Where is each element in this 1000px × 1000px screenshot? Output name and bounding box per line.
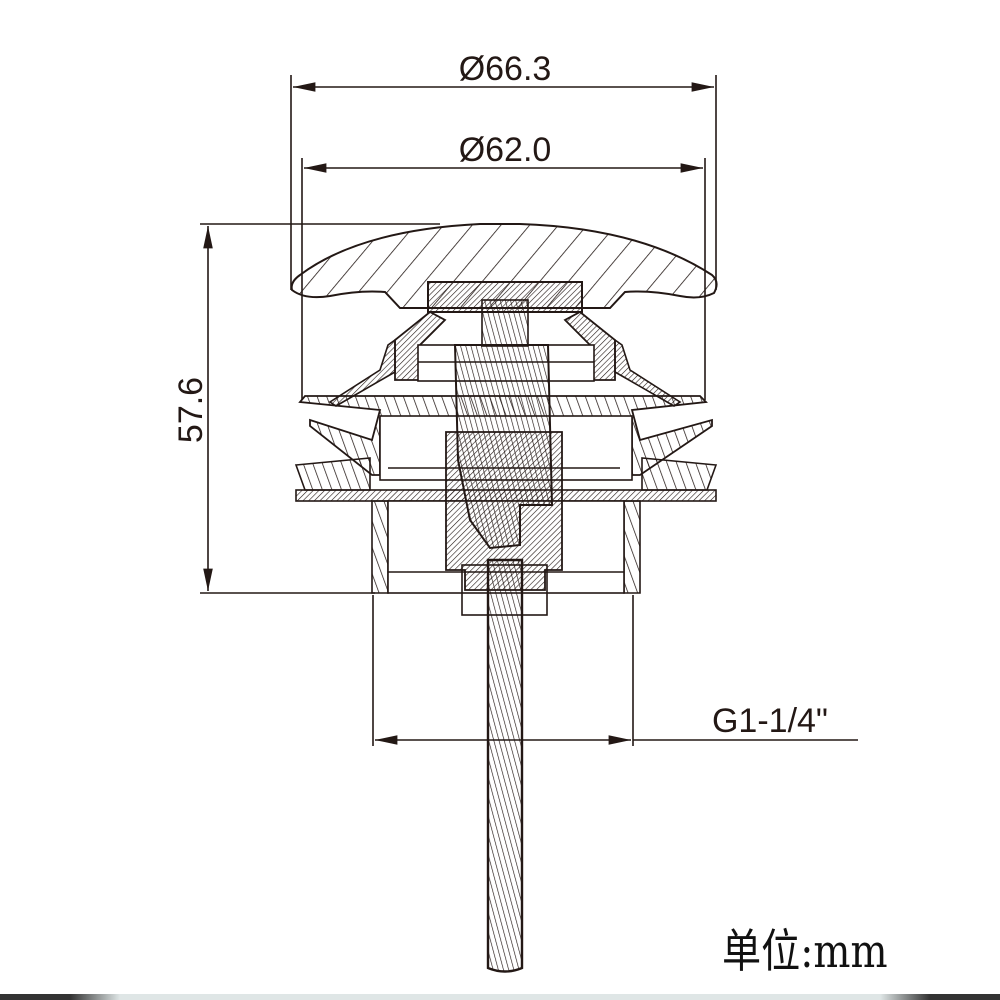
unit-label: 单位:mm [722, 924, 888, 978]
cap [290, 223, 718, 309]
height-label: 57.6 [172, 377, 210, 443]
plunger [453, 344, 554, 550]
dimension-height [200, 223, 440, 594]
threaded-stem [486, 558, 524, 973]
outer-diameter-label: Ø66.3 [459, 50, 552, 88]
bottom-edge [0, 994, 1000, 1000]
dimension-outer-diameter [290, 75, 717, 290]
inner-diameter-label: Ø62.0 [459, 131, 552, 169]
thread-label: G1-1/4" [712, 702, 828, 740]
